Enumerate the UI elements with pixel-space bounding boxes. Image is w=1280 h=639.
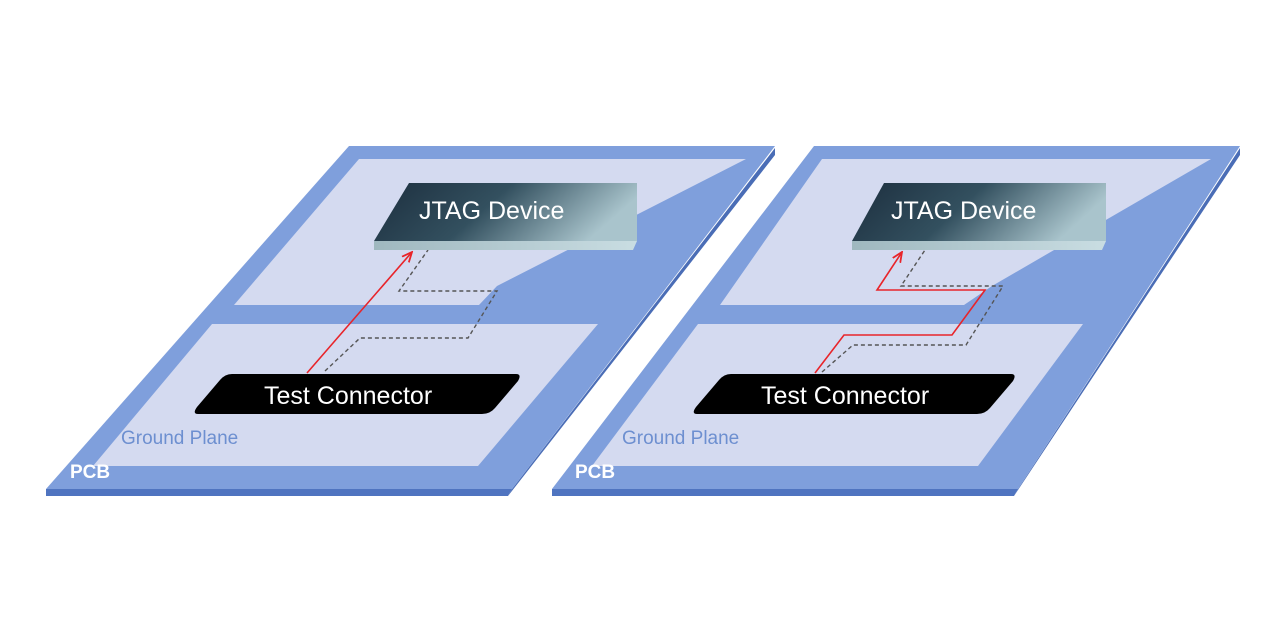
return-path-trace <box>324 249 499 372</box>
pcb-edge-side <box>508 148 775 496</box>
jtag-device: JTAG Device <box>374 183 637 250</box>
jtag-device-label: JTAG Device <box>419 197 564 225</box>
jtag-device: JTAG Device <box>852 183 1106 250</box>
test-connector: Test Connector <box>693 374 1015 414</box>
jtag-device-top <box>374 183 637 241</box>
test-connector: Test Connector <box>194 374 520 414</box>
test-connector-body <box>194 374 520 414</box>
jtag-device-side <box>374 241 637 250</box>
test-connector-label: Test Connector <box>761 382 929 410</box>
jtag-device-side <box>852 241 1106 250</box>
test-connector-body <box>693 374 1015 414</box>
signal-trace <box>814 252 987 374</box>
pcb-edge <box>552 489 1018 496</box>
panel-routed-over-return-path: Ground Plane PCB JTAG Device Test Connec… <box>552 146 1240 496</box>
pcb-edge-side <box>1014 148 1240 496</box>
return-path-trace <box>821 249 1005 373</box>
jtag-device-top <box>852 183 1106 241</box>
ground-plane-label: Ground Plane <box>121 428 238 449</box>
jtag-device-label: JTAG Device <box>891 197 1036 225</box>
pcb-label: PCB <box>70 462 110 483</box>
pcb-label: PCB <box>575 462 615 483</box>
test-connector-label: Test Connector <box>264 382 432 410</box>
signal-trace <box>306 252 412 374</box>
panel-direct-routing: Ground Plane PCB JTAG Device Test Connec… <box>46 146 775 496</box>
ground-plane-label: Ground Plane <box>622 428 739 449</box>
pcb-edge <box>46 489 512 496</box>
